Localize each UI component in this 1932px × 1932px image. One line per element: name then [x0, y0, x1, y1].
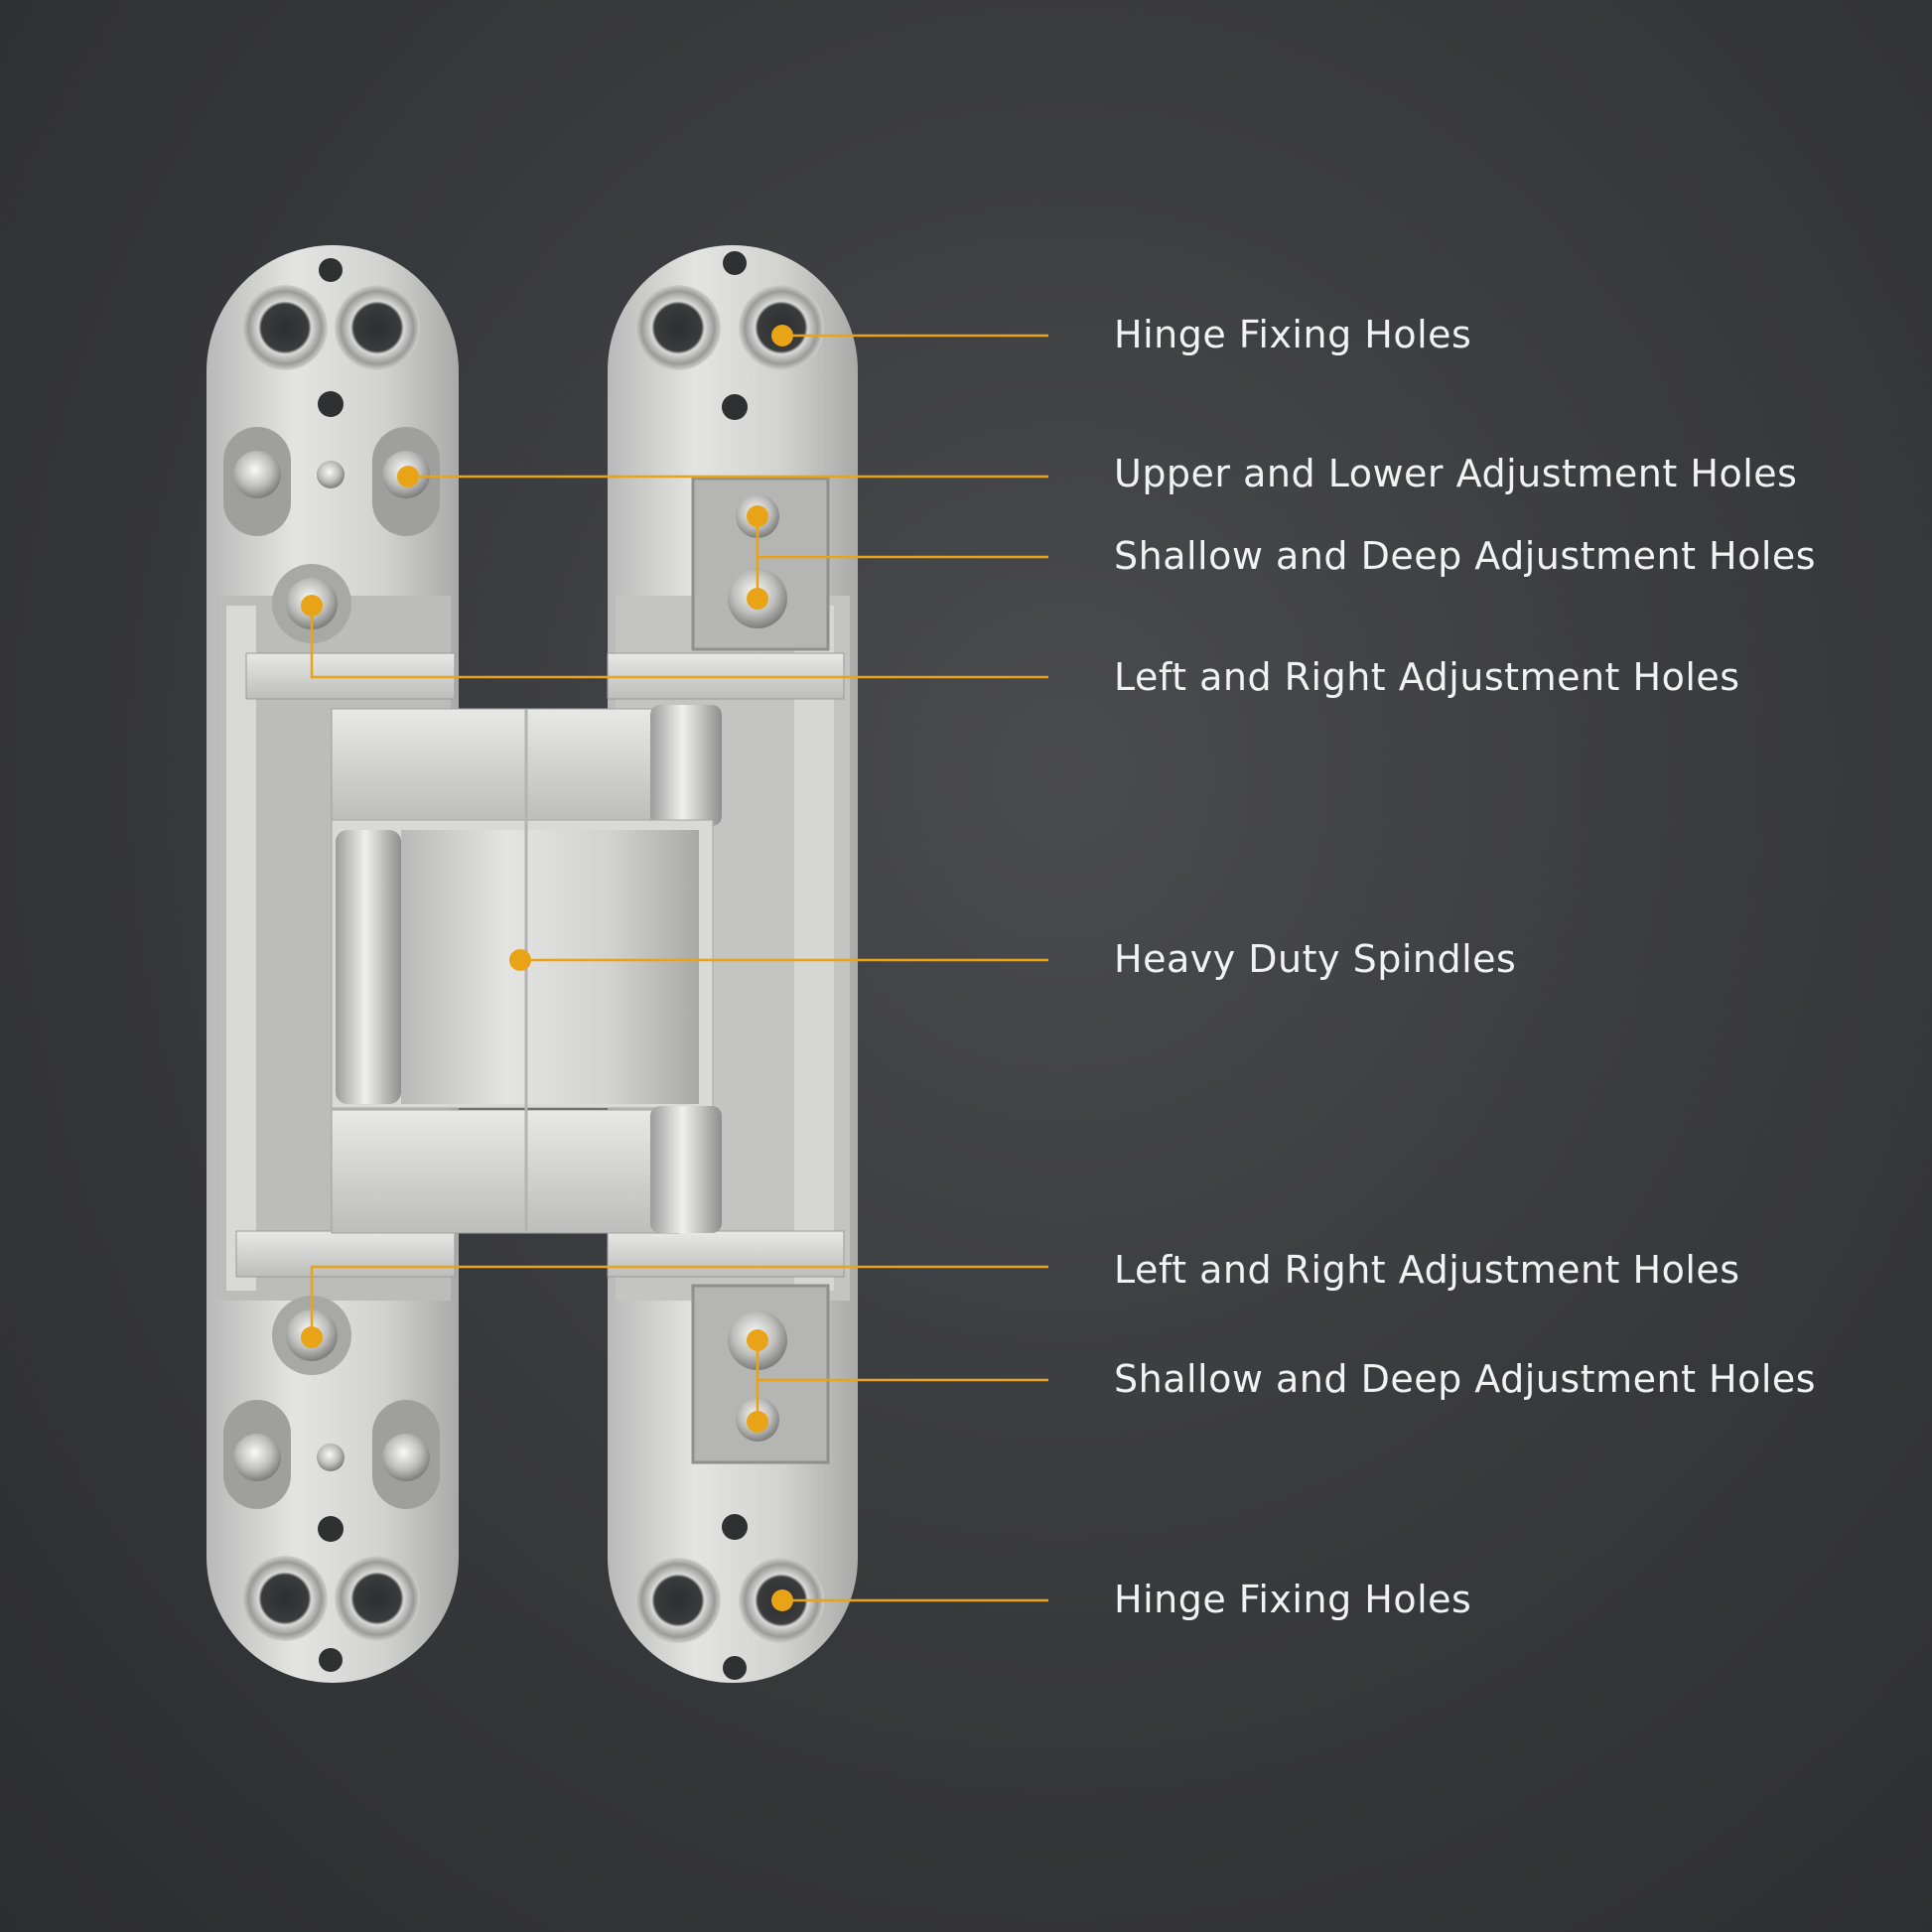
callout-dots — [301, 325, 793, 1611]
label-left-right-adjustment-holes-top: Left and Right Adjustment Holes — [1114, 655, 1740, 699]
dot-shallow-deep-top-1 — [747, 505, 768, 527]
label-hinge-fixing-holes-bottom: Hinge Fixing Holes — [1114, 1578, 1472, 1621]
leader-left-right-bottom — [310, 1265, 1048, 1337]
dot-left-right-top — [301, 595, 323, 617]
label-hinge-fixing-holes-top: Hinge Fixing Holes — [1114, 313, 1472, 356]
label-upper-lower-adjustment-holes: Upper and Lower Adjustment Holes — [1114, 452, 1798, 495]
callout-leaders — [310, 334, 1048, 1602]
dot-shallow-deep-bottom-2 — [747, 1411, 768, 1433]
dot-upper-lower — [397, 466, 419, 487]
label-shallow-deep-adjustment-holes-top: Shallow and Deep Adjustment Holes — [1114, 534, 1817, 578]
dot-shallow-deep-bottom-1 — [747, 1329, 768, 1351]
dot-hinge-fixing-top — [771, 325, 793, 346]
label-left-right-adjustment-holes-bottom: Left and Right Adjustment Holes — [1114, 1248, 1740, 1292]
leader-left-right-top — [310, 606, 1048, 679]
dot-left-right-bottom — [301, 1326, 323, 1348]
dot-hinge-fixing-bottom — [771, 1589, 793, 1611]
dot-heavy-duty-spindles — [509, 949, 531, 971]
label-heavy-duty-spindles: Heavy Duty Spindles — [1114, 937, 1517, 981]
spindle-assembly — [331, 705, 722, 1234]
dot-shallow-deep-top-2 — [747, 588, 768, 610]
label-shallow-deep-adjustment-holes-bottom: Shallow and Deep Adjustment Holes — [1114, 1357, 1817, 1401]
leader-shallow-deep-bottom — [756, 1340, 1048, 1422]
leader-shallow-deep-top — [756, 516, 1048, 599]
